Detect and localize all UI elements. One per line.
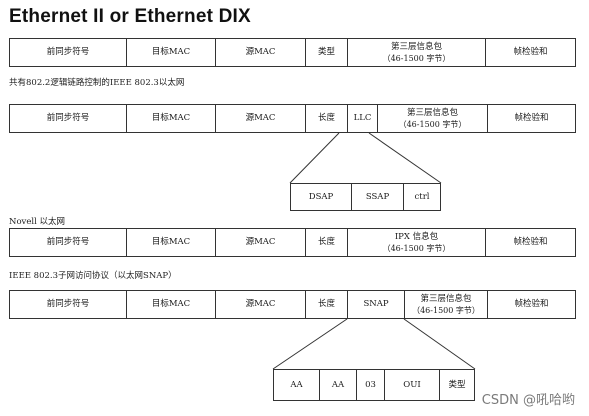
field-ssap: SSAP xyxy=(352,184,404,210)
field-oui: OUI xyxy=(385,370,440,400)
field-dest-mac: 目标MAC xyxy=(127,291,216,318)
llc-expansion: DSAP SSAP ctrl xyxy=(290,183,441,211)
frame-novell: 前同步符号 目标MAC 源MAC 长度 IPX 信息包（46-1500 字节） … xyxy=(9,228,576,257)
field-ipx-packet: IPX 信息包（46-1500 字节） xyxy=(348,229,486,256)
caption-ieee-8023-llc: 共有802.2逻辑链路控制的IEEE 802.3以太网 xyxy=(9,78,185,88)
field-length: 长度 xyxy=(306,291,348,318)
diagram-title: Ethernet II or Ethernet DIX xyxy=(9,6,251,27)
field-type: 类型 xyxy=(306,39,348,66)
field-03: 03 xyxy=(357,370,385,400)
caption-novell: Novell 以太网 xyxy=(9,217,66,227)
field-fcs: 帧检验和 xyxy=(514,113,549,123)
field-preamble: 前同步符号 xyxy=(10,291,127,318)
field-src-mac: 源MAC xyxy=(216,291,306,318)
field-aa-2: AA xyxy=(320,370,357,400)
field-dest-mac: 目标MAC xyxy=(127,105,216,132)
field-fcs: 帧检验和 xyxy=(513,47,548,57)
field-l3-packet: 第三层信息包（46-1500 字节） xyxy=(348,39,486,66)
field-ctrl: ctrl xyxy=(414,191,430,202)
field-l3-packet: 第三层信息包（46-1500 字节） xyxy=(405,291,488,318)
field-dest-mac: 目标MAC xyxy=(127,39,216,66)
frame-ieee-8023-llc: 前同步符号 目标MAC 源MAC 长度 LLC 第三层信息包（46-1500 字… xyxy=(9,104,576,133)
field-src-mac: 源MAC xyxy=(216,39,306,66)
field-length: 长度 xyxy=(306,229,348,256)
caption-ieee-8023-snap: IEEE 802.3子网访问协议（以太网SNAP） xyxy=(9,271,177,281)
field-length: 长度 xyxy=(306,105,348,132)
llc-connector-right xyxy=(368,132,442,184)
field-llc: LLC xyxy=(348,105,378,132)
frame-ieee-8023-snap: 前同步符号 目标MAC 源MAC 长度 SNAP 第三层信息包（46-1500 … xyxy=(9,290,576,319)
snap-connector-left xyxy=(272,318,348,370)
snap-expansion: AA AA 03 OUI 类型 xyxy=(273,369,475,401)
field-snap: SNAP xyxy=(348,291,405,318)
field-dest-mac: 目标MAC xyxy=(127,229,216,256)
field-snap-type: 类型 xyxy=(448,379,466,390)
field-preamble: 前同步符号 xyxy=(10,39,127,66)
field-src-mac: 源MAC xyxy=(216,229,306,256)
field-preamble: 前同步符号 xyxy=(10,229,127,256)
watermark: CSDN @吼哈哟 xyxy=(481,393,575,408)
frame-ethernet-ii: 前同步符号 目标MAC 源MAC 类型 第三层信息包（46-1500 字节） 帧… xyxy=(9,38,576,67)
snap-connector-right xyxy=(403,318,476,370)
field-l3-packet: 第三层信息包（46-1500 字节） xyxy=(378,105,488,132)
llc-connector-left xyxy=(289,132,340,184)
field-aa-1: AA xyxy=(274,370,320,400)
field-preamble: 前同步符号 xyxy=(10,105,127,132)
field-src-mac: 源MAC xyxy=(216,105,306,132)
field-fcs: 帧检验和 xyxy=(514,299,549,309)
field-fcs: 帧检验和 xyxy=(513,237,548,247)
field-dsap: DSAP xyxy=(291,184,352,210)
